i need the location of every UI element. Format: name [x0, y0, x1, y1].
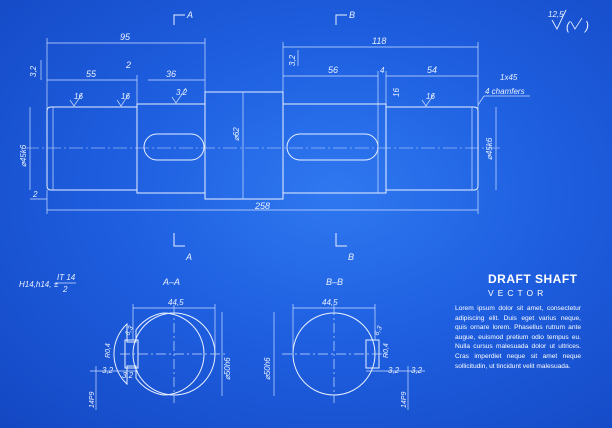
draft-description: Lorem ipsum dolor sit amet, consectetur … [455, 305, 581, 370]
section-aa-width: 44,5 [168, 298, 184, 307]
dim-54: 54 [427, 65, 437, 75]
section-aa-rough-a: 3,2 [102, 366, 114, 375]
section-bb-title: B–B [326, 277, 343, 287]
section-b-label-top: B [349, 10, 355, 20]
chamfer-note-line1: 1x45 [500, 73, 518, 82]
dim-2-top: 2 [125, 60, 131, 70]
section-a-label-top: A [186, 10, 193, 20]
section-bb-depth: 6,3 [373, 325, 384, 337]
section-aa-radius: R0,4 [105, 343, 112, 358]
tolerance-prefix: H14,h14, ± [19, 280, 59, 289]
dim-dia-62: ⌀62 [232, 127, 241, 141]
dim-dia-45-left: ⌀45k6 [19, 144, 28, 167]
section-marker-b-bottom: B [335, 233, 354, 262]
section-marker-b-top: B [335, 10, 355, 25]
chamfer-note-line2: 4 chamfers [485, 87, 525, 96]
dim-118: 118 [372, 36, 386, 46]
tolerance-frac-bottom: 2 [62, 285, 68, 294]
dim-258: 258 [254, 201, 270, 211]
rough-3-2-left: 3,2 [29, 65, 38, 77]
dim-2-bottom: 2 [32, 190, 38, 199]
dim-dia-45-right: ⌀45k6 [485, 137, 494, 160]
section-marker-a-top: A [173, 10, 193, 25]
svg-text:(: ( [566, 19, 572, 33]
section-bb: B–B 44,5 6,3 R0,4 3,2 3,2 ⌀50h6 14P9 [263, 277, 425, 410]
section-b-label-bottom: B [348, 252, 354, 262]
dimension-lines-top [40, 38, 479, 110]
section-aa: A–A 44,5 6,3 R0,4 3,2 3,2 ⌀50h6 14P9 [89, 277, 232, 410]
shaft-body [25, 91, 500, 200]
svg-text:): ) [583, 19, 589, 33]
draft-subtitle: VECTOR [488, 288, 548, 298]
section-aa-rough-b: 3,2 [122, 371, 134, 380]
section-aa-depth: 6,3 [124, 325, 135, 337]
rough-16-b: 16 [121, 92, 130, 101]
dim-95: 95 [120, 32, 131, 42]
dim-56: 56 [328, 65, 338, 75]
section-a-label-bottom: A [185, 252, 192, 262]
section-aa-dia: ⌀50h6 [223, 357, 232, 380]
info-block: DRAFT SHAFT VECTOR Lorem ipsum dolor sit… [455, 272, 581, 371]
dim-55: 55 [86, 69, 97, 79]
roughness-value: 12,5 [548, 10, 564, 19]
section-bb-key: 14P9 [401, 392, 408, 408]
dim-36: 36 [166, 69, 176, 79]
rough-16-a: 16 [74, 92, 83, 101]
section-bb-rough-b: 3,2 [411, 366, 423, 375]
rough-16-c: 16 [392, 88, 401, 97]
rough-3-2-mid: 3,2 [288, 54, 297, 66]
section-bb-radius: R0,4 [383, 343, 390, 358]
rough-16-d: 16 [426, 92, 435, 101]
section-bb-dia: ⌀50h6 [263, 357, 272, 380]
section-marker-a-bottom: A [173, 233, 192, 262]
draft-title: DRAFT SHAFT [488, 272, 578, 286]
tolerance-frac-top: IT 14 [57, 273, 76, 282]
section-aa-title: A–A [162, 277, 180, 287]
section-bb-rough-a: 3,2 [388, 366, 400, 375]
rough-3-2-collar: 3,2 [176, 88, 188, 97]
dim-4: 4 [380, 66, 385, 75]
section-aa-key: 14P9 [89, 392, 96, 408]
section-bb-width: 44,5 [322, 298, 338, 307]
roughness-symbol: 12,5 ( ) [548, 9, 589, 33]
